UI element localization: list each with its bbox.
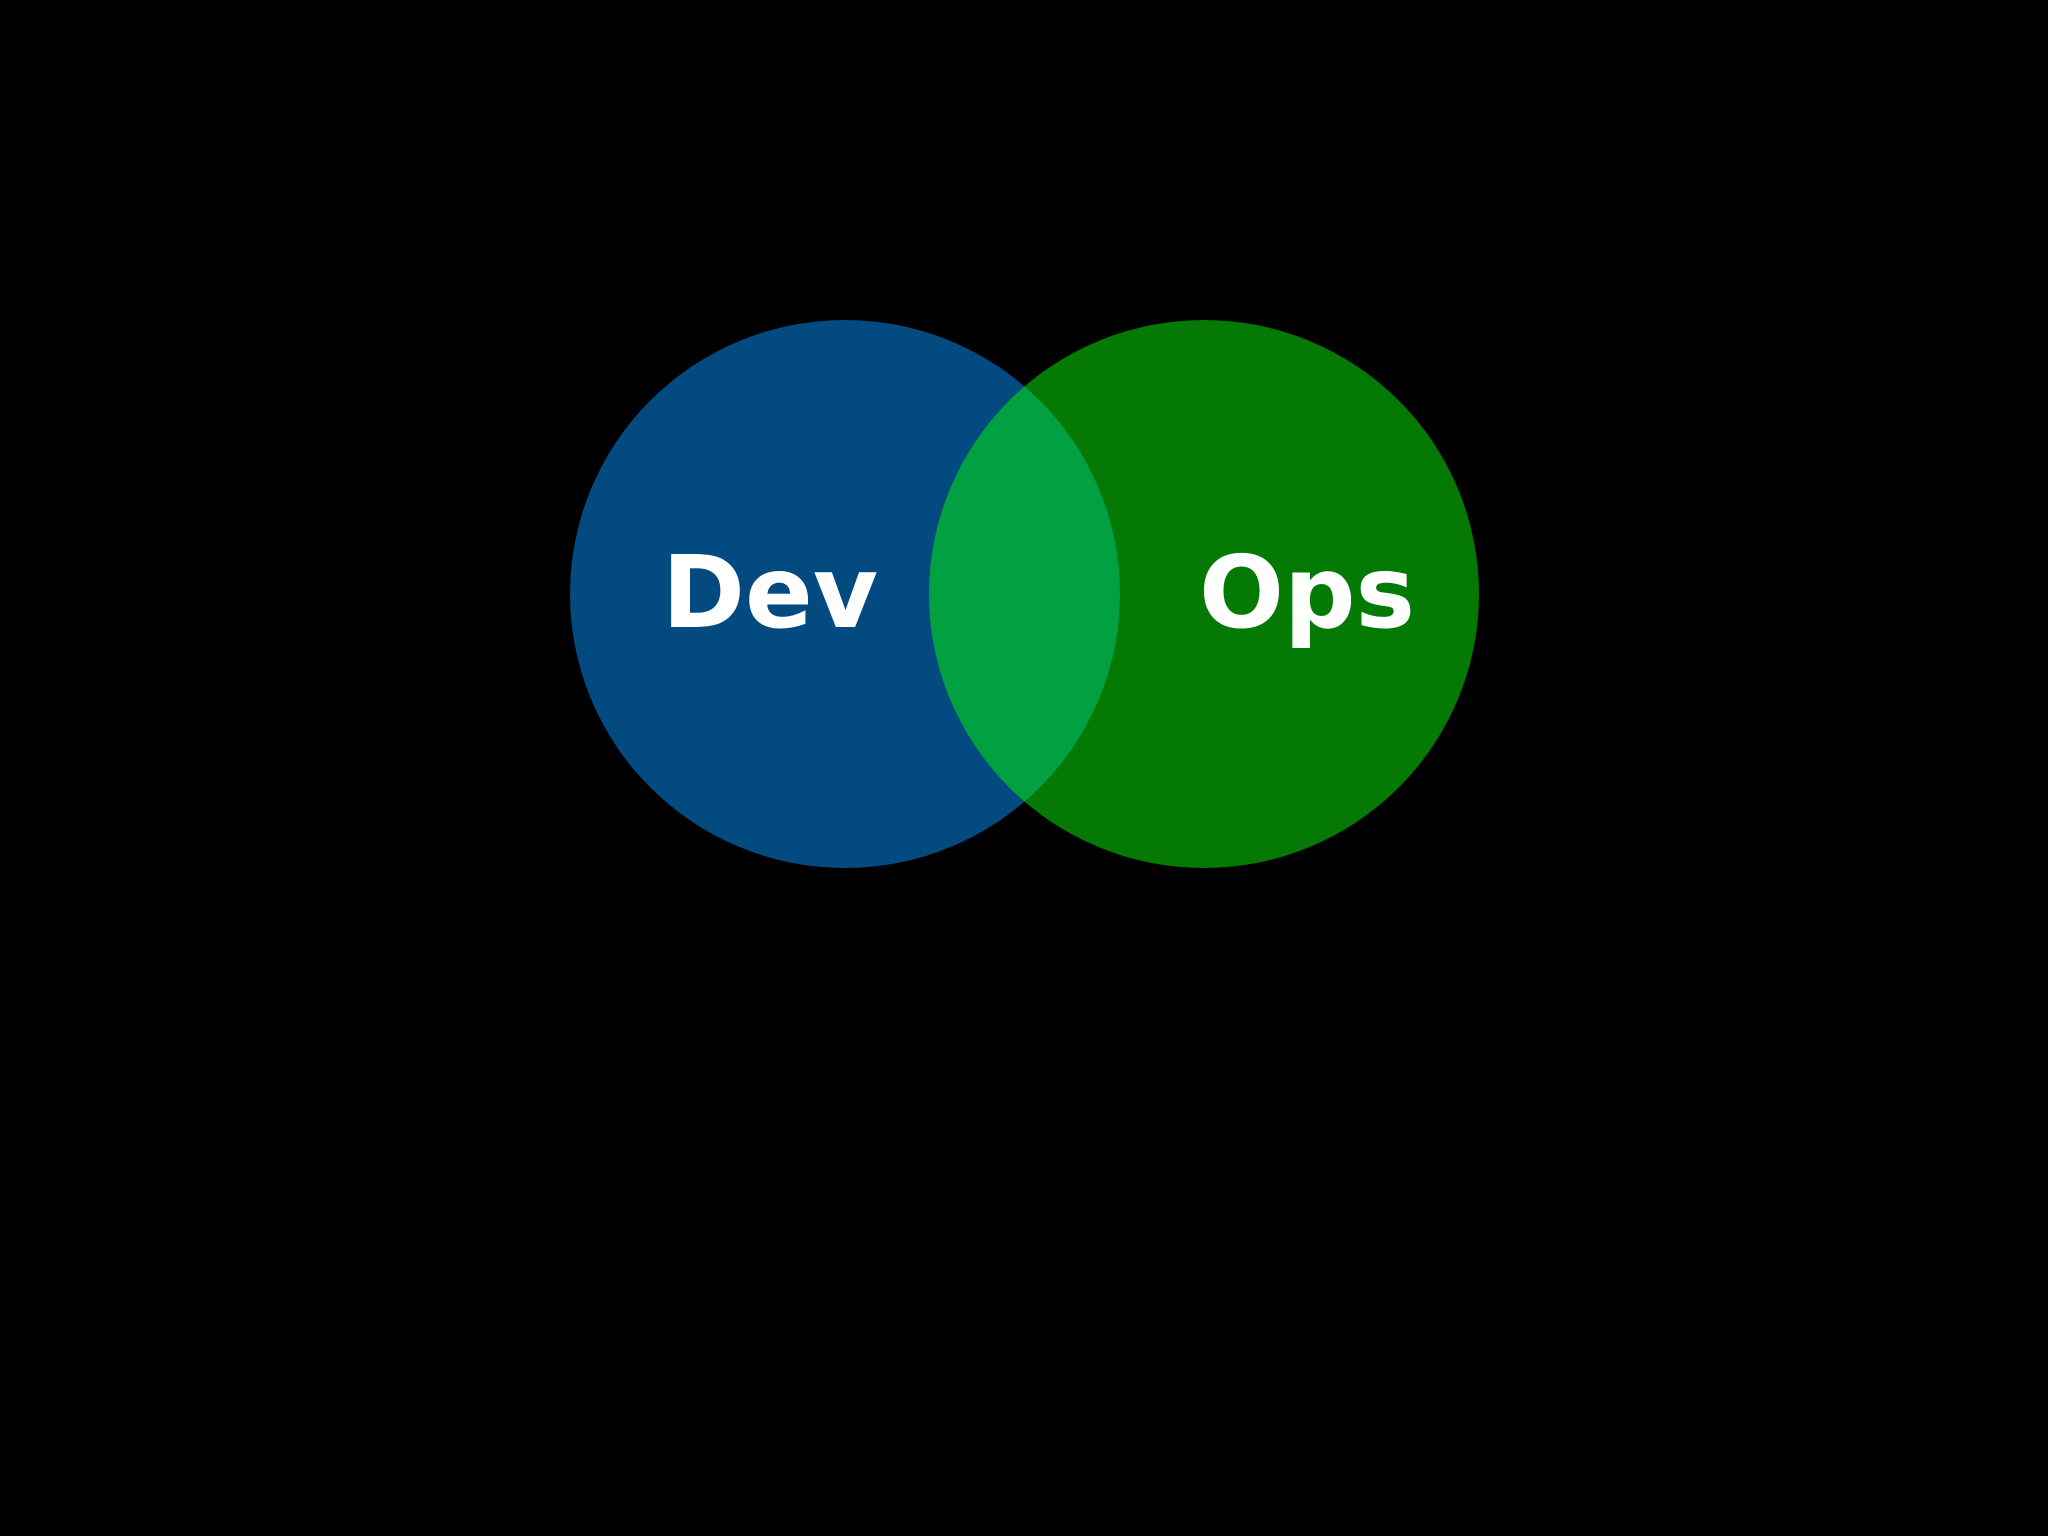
ops-label: Ops: [1199, 534, 1415, 651]
dev-label: Dev: [662, 534, 878, 651]
dev-ops-overlap: [929, 320, 1120, 868]
